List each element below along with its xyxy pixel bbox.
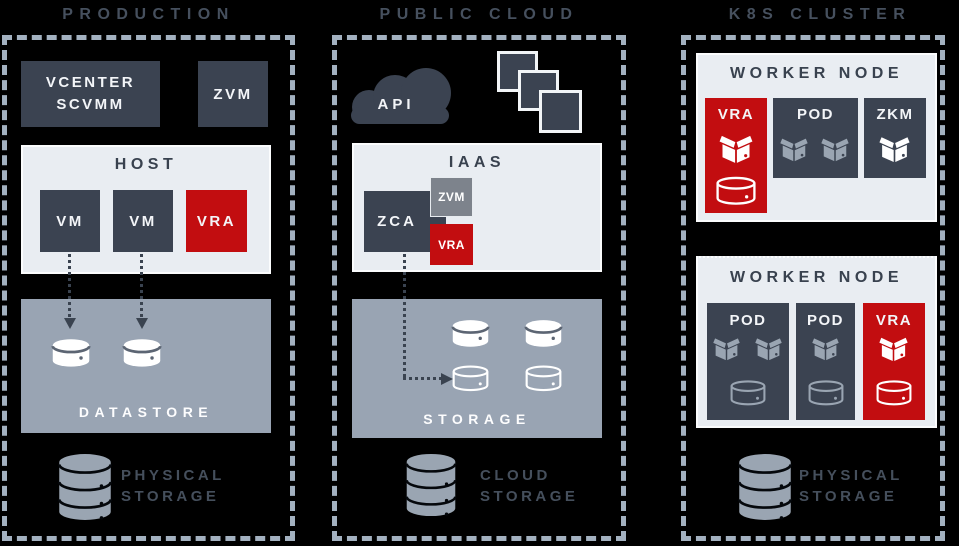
scvmm-label: SCVMM: [56, 96, 125, 113]
vcenter-scvmm-box: VCENTER SCVMM: [21, 61, 160, 127]
vcenter-label: VCENTER: [45, 74, 136, 91]
disk-icon: [524, 317, 563, 349]
disk-icon: [451, 317, 490, 349]
pod-box-2-worker2: POD: [796, 303, 855, 420]
vm-box-2: VM: [113, 190, 173, 252]
production-title: PRODUCTION: [62, 6, 235, 23]
package-icon: [712, 332, 741, 361]
package-icon: [779, 132, 809, 162]
package-icon: [878, 331, 909, 362]
replication-arrow-line: [68, 254, 71, 318]
vra-box-production: VRA: [186, 190, 247, 252]
disk-outline-icon: [714, 176, 758, 207]
host-title: HOST: [114, 156, 178, 173]
instance-square-icon: [539, 90, 582, 133]
replication-arrow-head: [64, 318, 76, 329]
vra-box-worker2: VRA: [863, 303, 925, 420]
replication-arrow-head: [441, 373, 453, 385]
public-cloud-panel: [332, 35, 626, 541]
package-icon: [820, 132, 850, 162]
zvm-overlay-box: ZVM: [430, 177, 473, 217]
disk-outline-icon: [729, 379, 767, 408]
zvm-box: ZVM: [198, 61, 268, 127]
disk-outline-icon: [875, 379, 913, 408]
iaas-title: IAAS: [448, 154, 506, 171]
disk-icon: [121, 337, 163, 368]
replication-arrow-line: [403, 254, 406, 380]
public-cloud-title: PUBLIC CLOUD: [379, 6, 579, 23]
api-cloud-icon: API: [345, 60, 455, 128]
pod-box-worker1: POD: [773, 98, 858, 178]
storage-label: STORAGE: [423, 411, 531, 427]
worker-node-1-title: WORKER NODE: [729, 65, 904, 82]
replication-arrow-line: [140, 254, 143, 318]
physical-storage-label: PHYSICAL STORAGE: [121, 467, 225, 505]
k8s-cluster-panel: [681, 35, 945, 541]
replication-arrow-head: [136, 318, 148, 329]
disk-outline-icon: [807, 379, 845, 408]
disk-outline-icon: [451, 364, 490, 394]
worker-node-2-title: WORKER NODE: [729, 269, 904, 286]
cloud-storage-label: CLOUD STORAGE: [480, 467, 579, 505]
api-label: API: [377, 96, 415, 113]
vra-box-worker1: VRA: [705, 98, 767, 213]
production-panel: [2, 35, 295, 541]
package-icon: [754, 332, 783, 361]
vra-overlay-box: VRA: [430, 224, 473, 265]
k8s-cluster-title: K8S CLUSTER: [728, 6, 912, 23]
vm-box-1: VM: [40, 190, 100, 252]
disk-icon: [50, 337, 92, 368]
replication-arrow-line: [403, 377, 441, 380]
datastore-label: DATASTORE: [78, 404, 214, 420]
package-icon: [811, 332, 840, 361]
storage-stack-icon: [57, 452, 113, 522]
physical-storage-label-k8s: PHYSICAL STORAGE: [799, 467, 903, 505]
pod-box-1-worker2: POD: [707, 303, 789, 420]
package-icon: [718, 128, 754, 164]
storage-stack-icon: [737, 452, 793, 522]
disk-outline-icon: [524, 364, 563, 394]
package-icon: [878, 130, 911, 163]
zkm-box: ZKM: [864, 98, 926, 178]
storage-stack-icon: [404, 452, 458, 518]
